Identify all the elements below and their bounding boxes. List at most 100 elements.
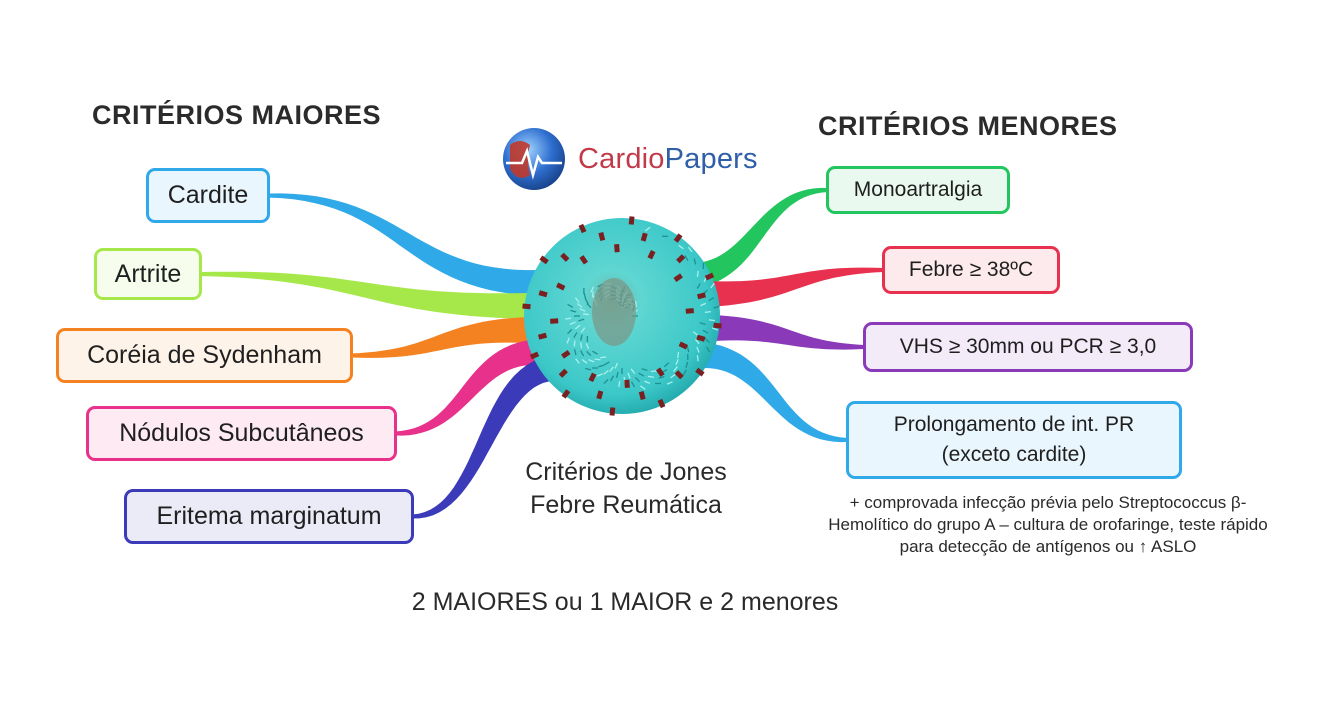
surface-protein [578, 223, 587, 234]
surface-protein [598, 232, 606, 241]
surface-texture [583, 293, 587, 300]
surface-texture [583, 313, 590, 316]
minor-branch [712, 315, 865, 350]
surface-protein [638, 391, 646, 400]
surface-protein [561, 389, 571, 399]
minor-criterion-label: Febre ≥ 38ºC [908, 258, 1034, 281]
surface-texture [713, 305, 720, 309]
surface-texture [603, 378, 609, 385]
major-branch [200, 271, 530, 319]
surface-texture [591, 291, 594, 298]
surface-texture [710, 282, 715, 289]
surface-texture [641, 368, 648, 372]
surface-protein [713, 322, 722, 329]
surface-texture [594, 358, 601, 361]
major-criterion-box: Nódulos Subcutâneos [86, 406, 397, 461]
surface-texture [699, 322, 706, 326]
minor-criterion-box: Monoartralgia [826, 166, 1010, 214]
surface-protein [558, 368, 568, 378]
surface-protein [704, 272, 715, 281]
major-criterion-label: Nódulos Subcutâneos [119, 419, 364, 447]
surface-texture [579, 308, 586, 312]
surface-texture [615, 371, 619, 378]
surface-texture [609, 366, 614, 372]
surface-texture [576, 302, 583, 308]
surface-texture [711, 327, 719, 331]
surface-texture [687, 246, 693, 253]
surface-texture [685, 361, 689, 368]
surface-protein [628, 216, 635, 225]
surface-protein [696, 334, 706, 342]
surface-texture [566, 337, 570, 344]
surface-protein [695, 367, 705, 377]
surface-texture [603, 369, 609, 375]
surface-protein [614, 244, 620, 253]
minor-criterion-box: Febre ≥ 38ºC [882, 246, 1060, 294]
surface-texture [638, 372, 645, 377]
major-branch [412, 355, 559, 519]
surface-protein [550, 318, 559, 324]
surface-texture [575, 358, 580, 364]
surface-texture [658, 375, 665, 379]
major-criteria-heading: CRITÉRIOS MAIORES [92, 100, 382, 130]
surface-texture [696, 346, 700, 353]
surface-texture [682, 369, 687, 376]
surface-texture [702, 329, 709, 334]
surface-texture [580, 342, 583, 349]
surface-texture [618, 380, 621, 387]
central-core [592, 278, 636, 346]
surface-texture [596, 373, 603, 377]
surface-texture [603, 361, 610, 366]
surface-texture [578, 318, 585, 322]
surface-texture [565, 317, 572, 320]
surface-texture [569, 321, 576, 325]
surface-texture [573, 332, 578, 338]
footnote-line: + comprovada infecção prévia pelo Strept… [849, 493, 1247, 512]
surface-protein [673, 273, 683, 283]
surface-protein [678, 341, 688, 350]
surface-texture [573, 349, 577, 356]
streptococcus-footnote: + comprovada infecção prévia pelo Strept… [778, 492, 1318, 558]
surface-protein [529, 351, 540, 360]
surface-protein [655, 367, 665, 377]
surface-protein [647, 250, 656, 260]
surface-texture [630, 381, 636, 388]
diagram-title: Critérios de Jones Febre Reumática [486, 456, 766, 521]
surface-texture [592, 350, 598, 355]
minor-branch [697, 342, 848, 443]
minor-branch [685, 187, 828, 289]
surface-texture [627, 372, 631, 379]
surface-protein [560, 252, 570, 262]
surface-texture [692, 331, 699, 337]
major-criterion-box: Eritema marginatum [124, 489, 414, 544]
surface-texture [686, 346, 690, 353]
major-criterion-box: Artrite [94, 248, 202, 300]
surface-protein [579, 255, 589, 265]
surface-texture [614, 362, 618, 369]
surface-protein [539, 255, 549, 265]
surface-protein [657, 398, 666, 409]
footnote-line: para detecção de antígenos ou ↑ ASLO [899, 537, 1197, 557]
surface-protein [538, 332, 547, 340]
surface-protein [588, 372, 597, 382]
surface-protein [556, 282, 566, 291]
surface-texture [696, 283, 701, 289]
surface-texture [677, 351, 680, 358]
surface-texture [634, 300, 637, 307]
surface-protein [640, 232, 648, 242]
surface-texture [567, 303, 574, 308]
surface-texture [588, 358, 595, 363]
surface-texture [570, 309, 577, 313]
surface-texture [574, 324, 581, 330]
surface-texture [600, 356, 607, 359]
surface-texture [673, 366, 678, 372]
surface-texture [586, 350, 592, 357]
surface-protein [673, 233, 683, 243]
surface-texture [700, 302, 707, 307]
surface-texture [630, 368, 636, 374]
major-criterion-box: Cardite [146, 168, 270, 223]
surface-texture [585, 343, 590, 350]
surface-texture [696, 355, 699, 362]
